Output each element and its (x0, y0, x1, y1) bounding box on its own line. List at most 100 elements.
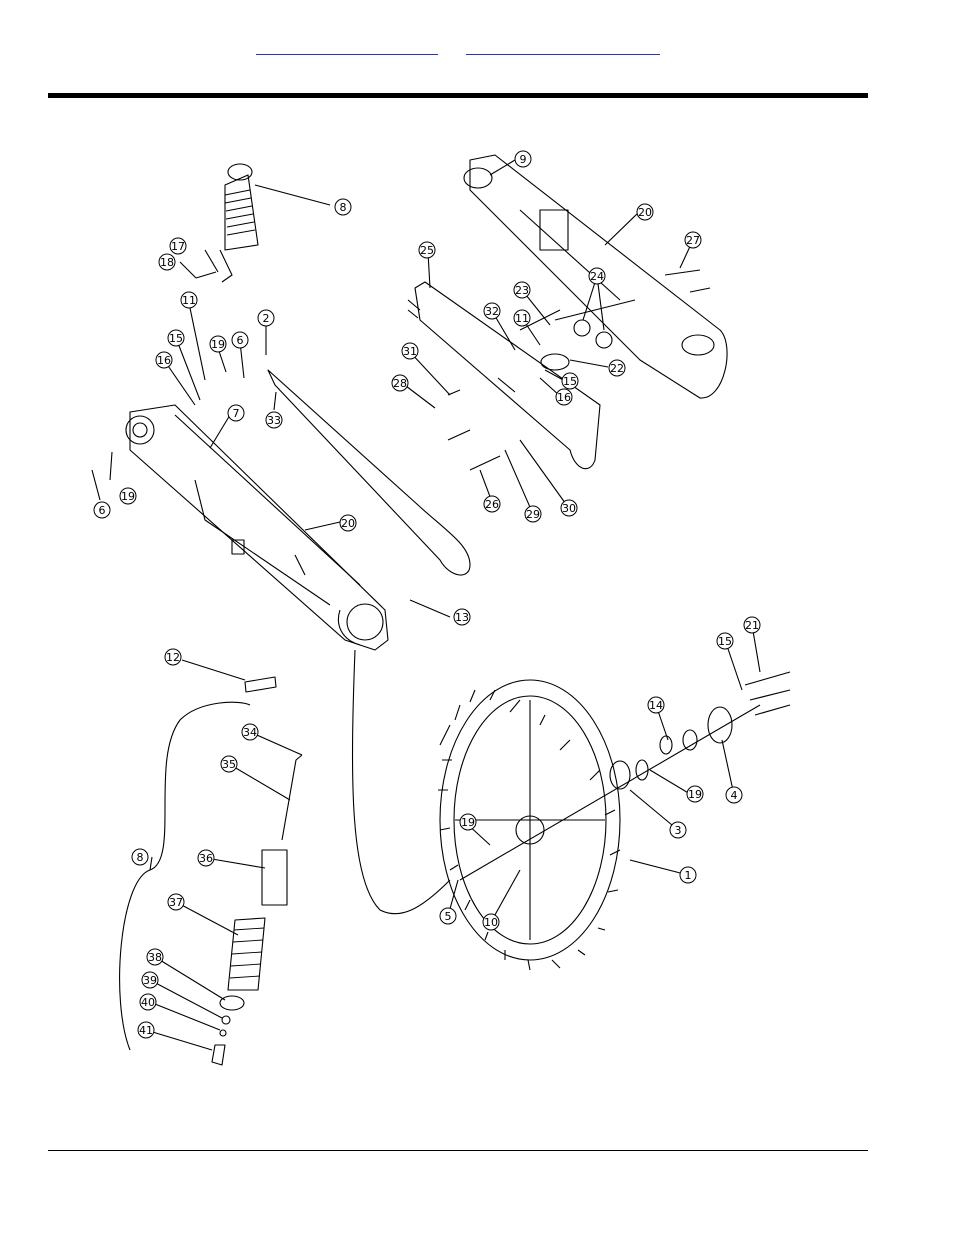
callout-15: 15 (168, 330, 184, 346)
callout-38: 38 (147, 949, 163, 965)
svg-text:36: 36 (199, 852, 213, 865)
svg-text:19: 19 (121, 490, 135, 503)
svg-text:16: 16 (557, 391, 571, 404)
callout-19: 19 (120, 488, 136, 504)
svg-text:8: 8 (340, 201, 347, 214)
callout-12: 12 (165, 649, 181, 665)
svg-text:3: 3 (675, 824, 682, 837)
svg-text:8: 8 (137, 851, 144, 864)
callout-8: 8 (335, 199, 351, 215)
svg-text:26: 26 (485, 498, 499, 511)
callout-28: 28 (392, 375, 408, 391)
callout-18: 18 (159, 254, 175, 270)
svg-text:33: 33 (267, 414, 281, 427)
callout-20: 20 (340, 515, 356, 531)
svg-text:2: 2 (263, 312, 270, 325)
callout-6: 6 (94, 502, 110, 518)
callout-17: 17 (170, 238, 186, 254)
callout-6: 6 (232, 332, 248, 348)
callout-13: 13 (454, 609, 470, 625)
callout-2: 2 (258, 310, 274, 326)
svg-text:35: 35 (222, 758, 236, 771)
callout-21: 21 (744, 617, 760, 633)
svg-text:19: 19 (688, 788, 702, 801)
svg-text:15: 15 (169, 332, 183, 345)
callout-4: 4 (726, 787, 742, 803)
svg-text:19: 19 (211, 338, 225, 351)
svg-text:29: 29 (526, 508, 540, 521)
callout-37: 37 (168, 894, 184, 910)
callout-33: 33 (266, 412, 282, 428)
callout-29: 29 (525, 506, 541, 522)
callout-22: 22 (609, 360, 625, 376)
svg-text:34: 34 (243, 726, 257, 739)
svg-text:21: 21 (745, 619, 759, 632)
callout-11: 11 (181, 292, 197, 308)
callout-5: 5 (440, 908, 456, 924)
svg-text:22: 22 (610, 362, 624, 375)
svg-text:12: 12 (166, 651, 180, 664)
svg-text:14: 14 (649, 699, 663, 712)
callout-14: 14 (648, 697, 664, 713)
callout-19: 19 (210, 336, 226, 352)
callout-39: 39 (142, 972, 158, 988)
svg-text:6: 6 (99, 504, 106, 517)
svg-text:10: 10 (484, 916, 498, 929)
callout-27: 27 (685, 232, 701, 248)
callout-7: 7 (228, 405, 244, 421)
callout-24: 24 (589, 268, 605, 284)
callout-9: 9 (515, 151, 531, 167)
svg-text:31: 31 (403, 345, 417, 358)
callout-15: 15 (562, 373, 578, 389)
svg-text:16: 16 (157, 354, 171, 367)
svg-text:15: 15 (563, 375, 577, 388)
callout-15: 15 (717, 633, 733, 649)
svg-text:11: 11 (182, 294, 196, 307)
callout-16: 16 (156, 352, 172, 368)
callout-36: 36 (198, 850, 214, 866)
diagram-drawing (92, 155, 790, 1065)
callout-19: 19 (687, 786, 703, 802)
callout-35: 35 (221, 756, 237, 772)
callout-31: 31 (402, 343, 418, 359)
svg-text:40: 40 (141, 996, 155, 1009)
svg-text:25: 25 (420, 244, 434, 257)
svg-text:1: 1 (685, 869, 692, 882)
handle-lever (268, 370, 470, 575)
svg-text:5: 5 (445, 910, 452, 923)
svg-text:19: 19 (461, 816, 475, 829)
svg-text:4: 4 (731, 789, 738, 802)
callout-20: 20 (637, 204, 653, 220)
svg-text:39: 39 (143, 974, 157, 987)
svg-text:38: 38 (148, 951, 162, 964)
callout-30: 30 (561, 500, 577, 516)
callout-41: 41 (138, 1022, 154, 1038)
svg-text:20: 20 (638, 206, 652, 219)
callout-26: 26 (484, 496, 500, 512)
callout-19: 19 (460, 814, 476, 830)
callout-11: 11 (514, 310, 530, 326)
callout-23: 23 (514, 282, 530, 298)
callout-40: 40 (140, 994, 156, 1010)
callout-1: 1 (680, 867, 696, 883)
svg-text:9: 9 (520, 153, 527, 166)
svg-text:13: 13 (455, 611, 469, 624)
callout-10: 10 (483, 914, 499, 930)
svg-text:18: 18 (160, 256, 174, 269)
callout-3: 3 (670, 822, 686, 838)
svg-text:30: 30 (562, 502, 576, 515)
svg-text:6: 6 (237, 334, 244, 347)
svg-text:23: 23 (515, 284, 529, 297)
svg-text:7: 7 (233, 407, 240, 420)
callout-8: 8 (132, 849, 148, 865)
callout-16: 16 (556, 389, 572, 405)
callout-32: 32 (484, 303, 500, 319)
svg-text:15: 15 (718, 635, 732, 648)
svg-text:27: 27 (686, 234, 700, 247)
svg-text:17: 17 (171, 240, 185, 253)
svg-text:37: 37 (169, 896, 183, 909)
svg-text:41: 41 (139, 1024, 153, 1037)
spring-top (225, 175, 258, 250)
callout-25: 25 (419, 242, 435, 258)
